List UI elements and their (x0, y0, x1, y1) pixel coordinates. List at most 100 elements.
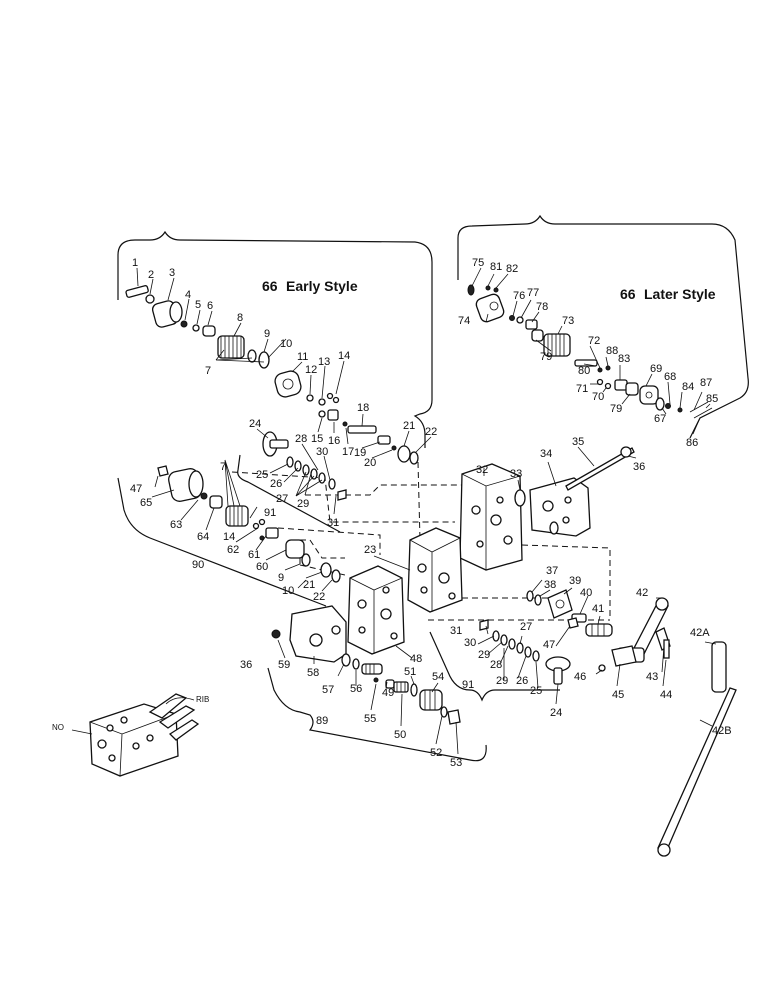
ring-part-30b (492, 630, 500, 642)
ring-part-30a (328, 478, 336, 490)
callout: 12 (305, 364, 317, 376)
body-part-60 (285, 539, 305, 559)
ring-part-57 (352, 658, 360, 670)
group-91-lower-bracket (429, 631, 560, 702)
ring-part-37 (526, 590, 534, 602)
relief-parts (526, 589, 613, 637)
callout: 47 (543, 639, 555, 651)
cap-part-11 (274, 370, 302, 398)
callout: 71 (576, 383, 588, 395)
plug-part-21a (397, 445, 411, 463)
callout: 7 (205, 365, 211, 377)
callout: 34 (540, 448, 552, 460)
callout: 84 (682, 381, 694, 393)
callout: 74 (458, 315, 470, 327)
callout: 30 (316, 446, 328, 458)
ring-part-25a (286, 456, 294, 468)
group-90-parts (157, 465, 341, 583)
valve-part-41 (585, 623, 613, 637)
ring-part-28b (508, 638, 516, 650)
cover-part-39 (547, 589, 573, 619)
ring-part-58 (341, 653, 351, 667)
callout: 18 (357, 402, 369, 414)
ring-part-27b (516, 642, 524, 654)
callout: 85 (706, 393, 718, 405)
later-style-ref-number: 66 (620, 286, 636, 302)
pin-part-17 (342, 421, 348, 427)
callout: 6 (207, 300, 213, 312)
callout: 59 (278, 659, 290, 671)
assembled-valve-inset (71, 693, 200, 777)
callout: 13 (318, 356, 330, 368)
rod-part-42B (657, 687, 737, 857)
washer-part-2 (145, 294, 155, 304)
callout: 2 (148, 269, 154, 281)
callout: 41 (592, 603, 604, 615)
callout: 90 (192, 559, 204, 571)
callout: 82 (506, 263, 518, 275)
screw-part-47a (157, 465, 169, 477)
cap-part-69 (639, 385, 659, 405)
callout: 25 (530, 685, 542, 697)
spring-part-7b (225, 505, 249, 527)
callout: 1 (132, 257, 138, 269)
seat-part-6 (202, 325, 216, 337)
callout: 83 (618, 353, 630, 365)
seat-part-79b (625, 382, 639, 396)
ring-part-26b (524, 646, 532, 658)
callout: 42 (636, 587, 648, 599)
seat-part-79a (531, 329, 544, 342)
seat-part-78 (525, 319, 538, 330)
callout: 22 (313, 591, 325, 603)
callout: 86 (686, 437, 698, 449)
cap-part-65 (168, 468, 204, 502)
callout: 78 (536, 301, 548, 313)
callout: 81 (490, 261, 502, 273)
callout: 80 (578, 365, 590, 377)
callout: 26 (516, 675, 528, 687)
ring-part-75 (467, 284, 475, 296)
callout: 79 (610, 403, 622, 415)
ball-part-70 (604, 382, 612, 390)
body-part-54 (419, 689, 443, 711)
callout: 67 (654, 413, 666, 425)
callout: 24 (249, 418, 261, 430)
callout: 56 (350, 683, 362, 695)
callout: 46 (574, 671, 586, 683)
seat-part-16 (327, 409, 339, 421)
callout: 79 (540, 351, 552, 363)
ring-part-5 (192, 324, 200, 332)
pin-part-62 (259, 535, 265, 541)
end-cover-part-59 (289, 605, 347, 663)
callout: 54 (432, 671, 444, 683)
inset-label-no: NO (52, 723, 64, 732)
leader-lines (136, 267, 717, 755)
callout: 47 (130, 483, 142, 495)
callout: 31 (450, 625, 462, 637)
callout: 5 (195, 299, 201, 311)
callout: 21 (403, 420, 415, 432)
callout: 64 (197, 531, 209, 543)
callout: 20 (364, 457, 376, 469)
pin-part-20 (391, 445, 397, 451)
handle-part-24a (262, 431, 289, 457)
ring-part-26a (294, 460, 302, 472)
callout: 72 (588, 335, 600, 347)
callout: 43 (646, 671, 658, 683)
ring-part-27a (302, 464, 310, 476)
pin-part-88 (605, 365, 611, 371)
callout: 40 (580, 587, 592, 599)
callout: 15 (311, 433, 323, 445)
seat-part-64 (209, 495, 223, 509)
callout: 31 (327, 517, 339, 529)
callout: 45 (612, 689, 624, 701)
clevis-part-45 (611, 645, 637, 667)
oring-part-22a (409, 451, 419, 465)
callout: 73 (562, 315, 574, 327)
ring-part-38 (534, 594, 542, 606)
oring-part-22b (331, 569, 341, 583)
callout: 68 (664, 371, 676, 383)
callout: 37 (546, 565, 558, 577)
callout: 36 (240, 659, 252, 671)
